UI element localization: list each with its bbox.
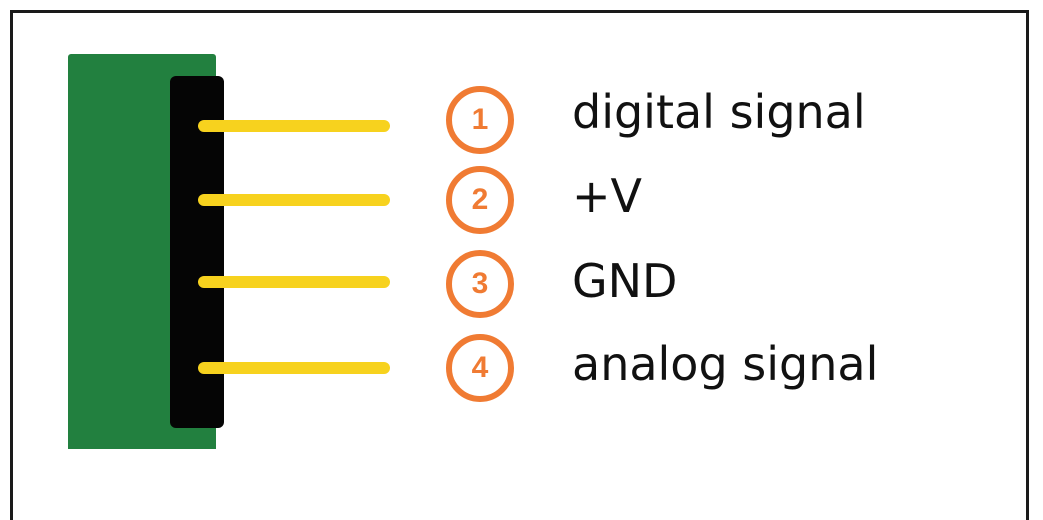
pin-3-lead <box>198 276 390 288</box>
pin-3-label: GND <box>572 254 678 308</box>
pin-1-number-badge: 1 <box>446 86 514 154</box>
pin-1-lead <box>198 120 390 132</box>
pin-4-label: analog signal <box>572 337 879 391</box>
pin-4-lead <box>198 362 390 374</box>
pin-3-number-badge: 3 <box>446 250 514 318</box>
pin-1-label: digital signal <box>572 85 866 139</box>
pin-4-number-badge: 4 <box>446 334 514 402</box>
diagram-frame <box>10 10 1029 520</box>
pin-2-lead <box>198 194 390 206</box>
pin-2-label: +V <box>572 169 643 223</box>
pin-2-number-badge: 2 <box>446 166 514 234</box>
